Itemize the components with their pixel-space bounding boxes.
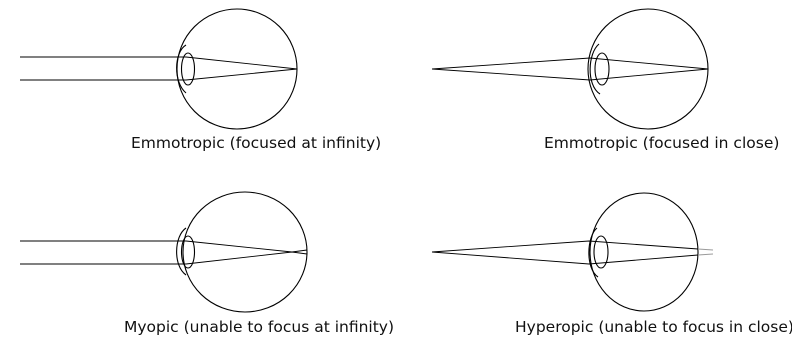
caption-hyperopic: Hyperopic (unable to focus in close)	[515, 318, 792, 336]
lens	[594, 52, 610, 86]
ray-upper	[431, 240, 699, 253]
ray-upper	[431, 57, 709, 70]
eye-emmetropic-close	[587, 8, 709, 130]
eyeball	[587, 8, 709, 130]
light-rays-diverging	[431, 240, 714, 265]
panel-emmetropic-infinity: Emmotropic (focused at infinity)	[20, 8, 381, 152]
eyeball-shortened	[589, 192, 699, 312]
ray-lower	[20, 68, 298, 81]
eye-emmetropic-infinity	[176, 8, 298, 130]
light-rays-diverging	[431, 57, 709, 81]
panel-emmetropic-close: Emmotropic (focused in close)	[431, 8, 779, 152]
panel-hyperopic: Hyperopic (unable to focus in close)	[431, 192, 792, 336]
eye-hyperopic	[588, 192, 699, 312]
caption-emmetropic-close: Emmotropic (focused in close)	[544, 134, 779, 152]
lens	[180, 235, 196, 269]
eye-myopic	[176, 191, 308, 313]
caption-emmetropic-infinity: Emmotropic (focused at infinity)	[131, 134, 381, 152]
ray-upper	[20, 240, 308, 253]
ray-lower	[431, 68, 709, 81]
caption-myopic: Myopic (unable to focus at infinity)	[124, 318, 394, 336]
cornea-bulge	[176, 227, 187, 276]
ray-lower	[431, 251, 699, 265]
cornea-bulge	[588, 227, 599, 278]
ray-extension-upper	[697, 248, 714, 251]
panel-myopic: Myopic (unable to focus at infinity)	[20, 191, 394, 336]
ray-lower	[20, 251, 308, 265]
lens	[593, 235, 609, 269]
eyeball-elongated	[182, 191, 308, 313]
light-rays-parallel	[20, 240, 308, 265]
light-rays-parallel	[20, 56, 298, 81]
ray-upper	[20, 56, 298, 70]
cornea-bulge	[589, 43, 601, 95]
ray-extension-lower	[697, 253, 714, 256]
lens	[180, 52, 196, 86]
